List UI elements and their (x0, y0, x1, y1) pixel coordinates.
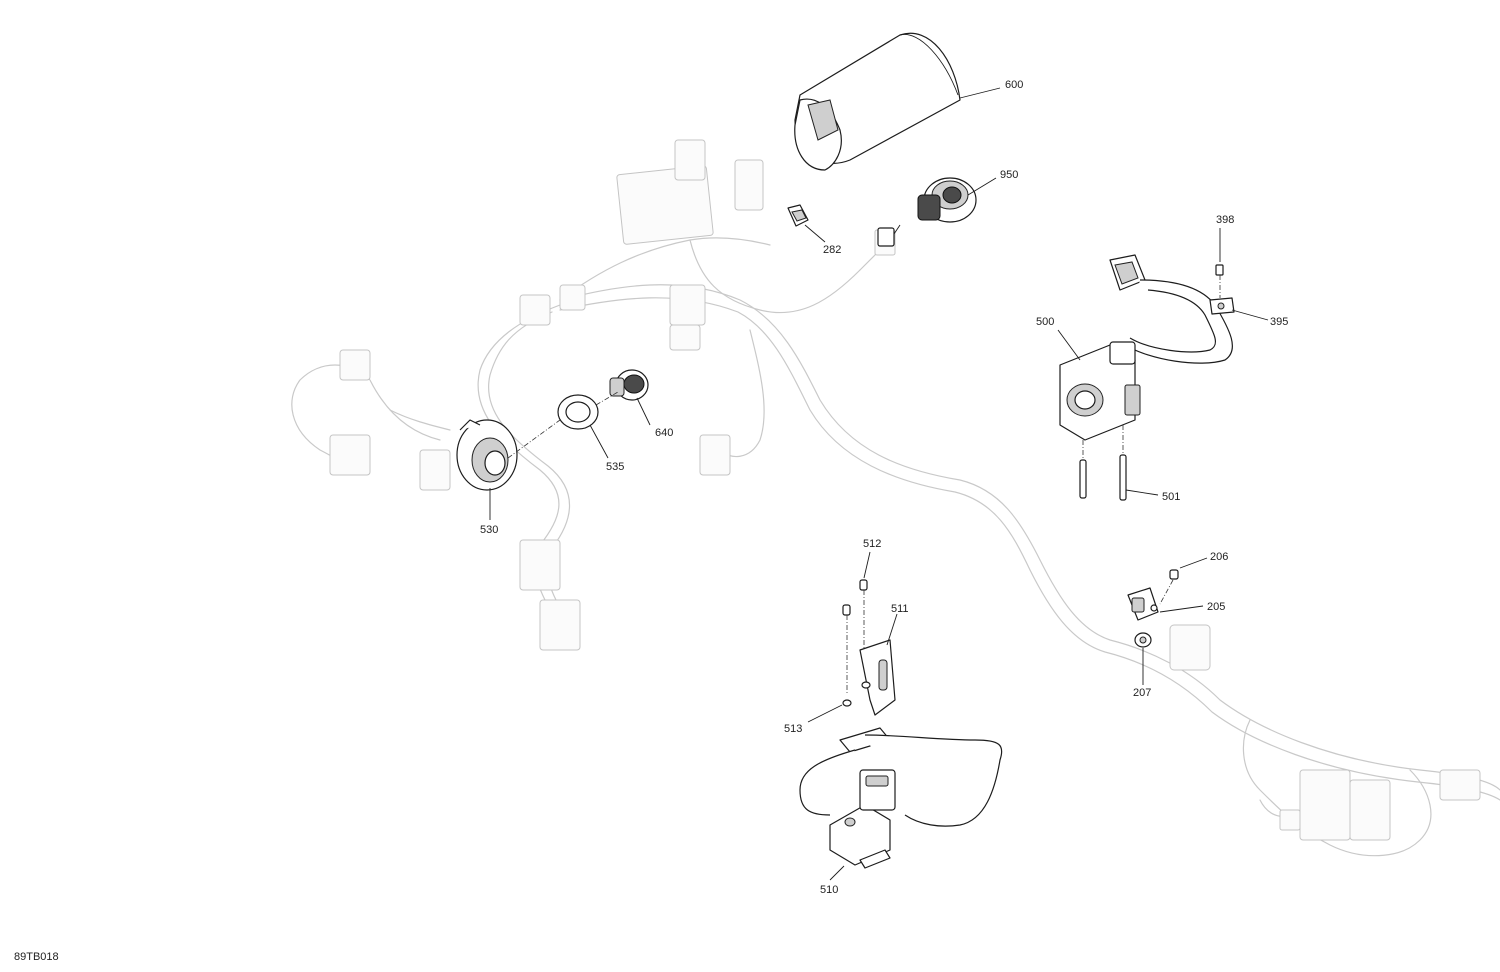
callout-950: 950 (1000, 169, 1018, 181)
callout-500: 500 (1036, 316, 1054, 328)
callout-530: 530 (480, 524, 498, 536)
part-500-switch-assembly (1059, 254, 1235, 501)
callout-206: 206 (1210, 551, 1228, 563)
callout-labels: 600 950 282 398 395 500 501 640 535 530 … (480, 79, 1288, 896)
callout-501: 501 (1162, 491, 1180, 503)
callout-512: 512 (863, 538, 881, 550)
callout-205: 205 (1207, 601, 1225, 613)
callout-513: 513 (784, 723, 802, 735)
callout-398: 398 (1216, 214, 1234, 226)
callout-207: 207 (1133, 687, 1151, 699)
diagram-code: 89TB018 (14, 951, 59, 963)
callout-282: 282 (823, 244, 841, 256)
part-282-clip (787, 204, 809, 227)
callout-510: 510 (820, 884, 838, 896)
callout-395: 395 (1270, 316, 1288, 328)
part-510-511-bracket-assembly (799, 579, 1003, 869)
callout-600: 600 (1005, 79, 1023, 91)
part-205-206-207-clamp (1127, 569, 1179, 648)
part-600-cover (794, 32, 961, 171)
callout-640: 640 (655, 427, 673, 439)
part-950-socket (877, 177, 977, 247)
callout-leader-lines (489, 87, 1269, 881)
callout-535: 535 (606, 461, 624, 473)
part-530-535-640-gauge (456, 369, 649, 491)
callout-511: 511 (891, 603, 909, 615)
wiring-harness-background (291, 139, 1500, 857)
